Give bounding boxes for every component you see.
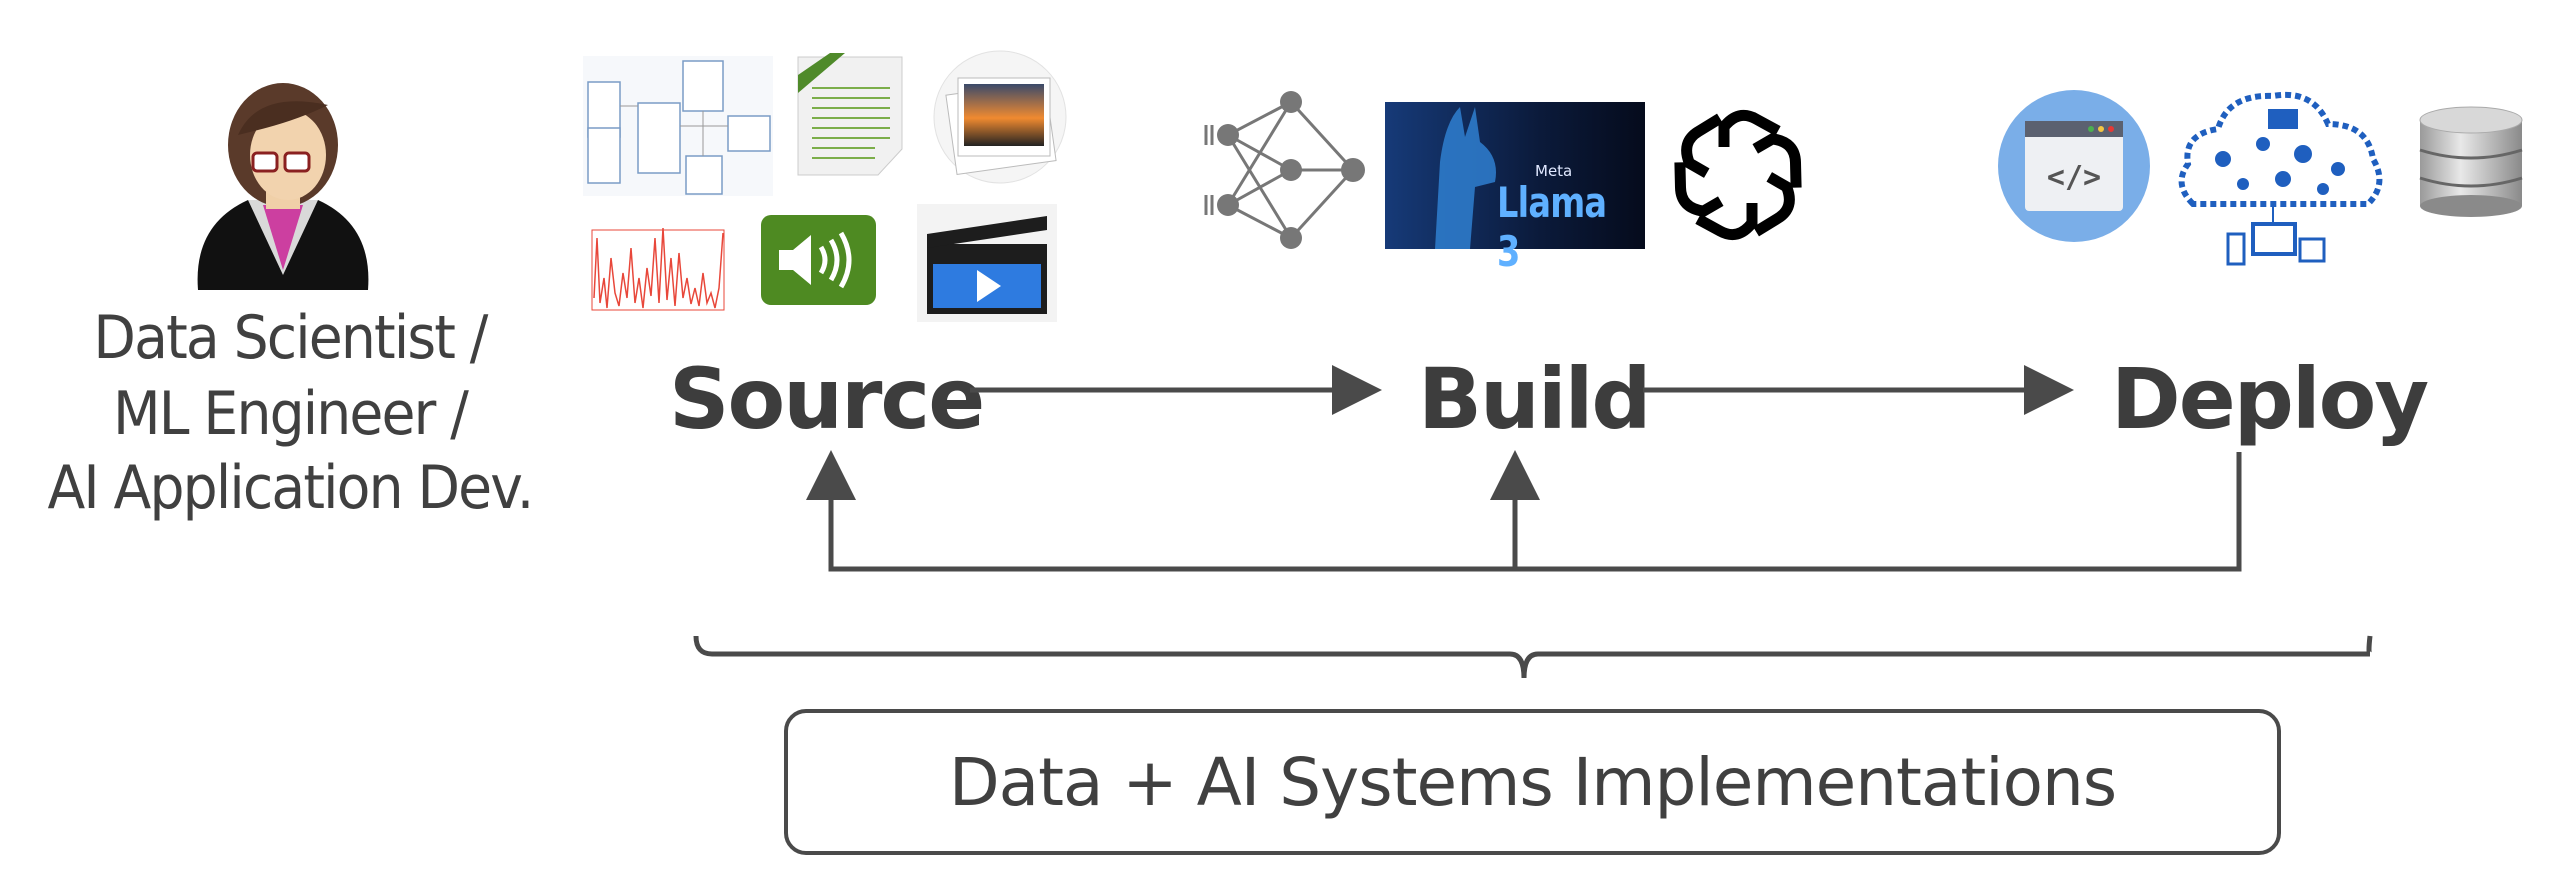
llama-3-logo: Meta Llama 3 — [1385, 102, 1645, 276]
stage-build: Build — [1418, 350, 1652, 448]
er-diagram-icon — [583, 56, 773, 196]
grouping-brace — [693, 635, 2373, 679]
photo-icon — [933, 50, 1067, 184]
summary-label: Data + AI Systems Implementations — [948, 743, 2117, 821]
audio-speaker-icon — [761, 215, 876, 305]
persona-line-2: ML Engineer / — [113, 379, 469, 449]
openai-logo — [1668, 103, 1808, 246]
svg-text:</>: </> — [2047, 160, 2101, 195]
stage-source: Source — [669, 350, 985, 448]
cloud-iot-icon — [2178, 91, 2383, 266]
video-clapper-icon — [917, 204, 1057, 322]
waveform-chart-icon — [591, 227, 725, 311]
llama-title: Llama 3 — [1497, 178, 1607, 276]
stage-deploy: Deploy — [2111, 350, 2429, 448]
text-document-icon — [797, 53, 903, 176]
meta-brand-text: Meta — [1535, 162, 1573, 180]
web-code-icon: </> — [1998, 90, 2150, 242]
database-icon — [2419, 106, 2523, 217]
feedback-loop-line — [806, 450, 2242, 572]
neural-network-icon — [1204, 91, 1365, 249]
data-scientist-avatar-icon — [197, 83, 369, 290]
persona-line-1: Data Scientist / — [93, 303, 488, 373]
summary-box: Data + AI Systems Implementations — [784, 709, 2281, 855]
persona-line-3: AI Application Dev. — [47, 453, 534, 523]
llama-icon — [1435, 107, 1496, 249]
